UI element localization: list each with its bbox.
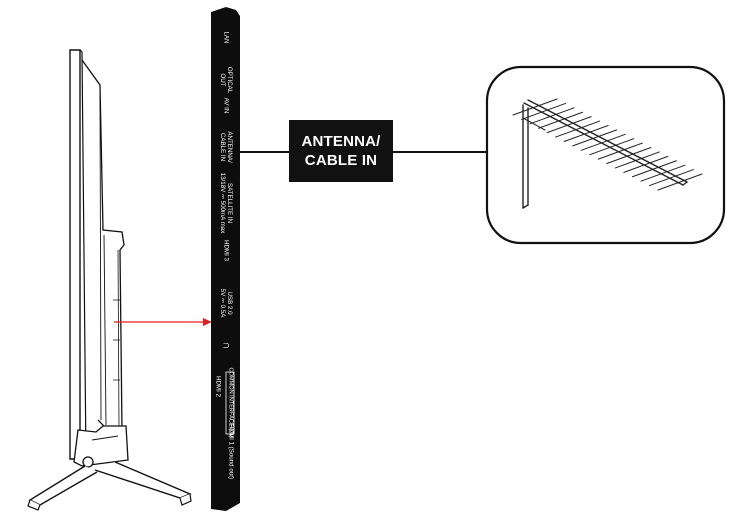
antenna-cable-in-callout: ANTENNA/ CABLE IN xyxy=(289,120,393,182)
arrowhead-icon xyxy=(203,318,212,326)
